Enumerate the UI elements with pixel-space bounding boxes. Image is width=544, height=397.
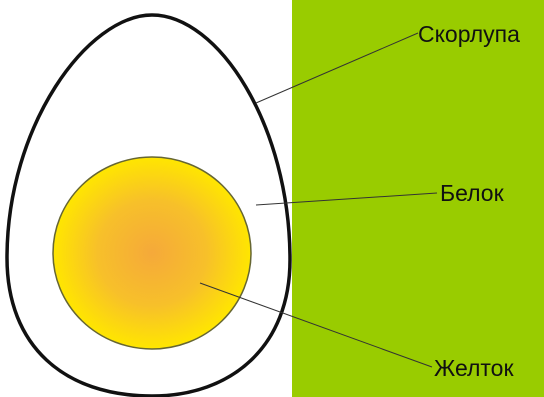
egg-yolk xyxy=(53,157,251,349)
shell-label: Скорлупа xyxy=(418,23,520,46)
shell-leader-line xyxy=(256,33,418,103)
yolk-label: Желток xyxy=(434,357,514,380)
egg-white-label: Белок xyxy=(440,182,504,205)
